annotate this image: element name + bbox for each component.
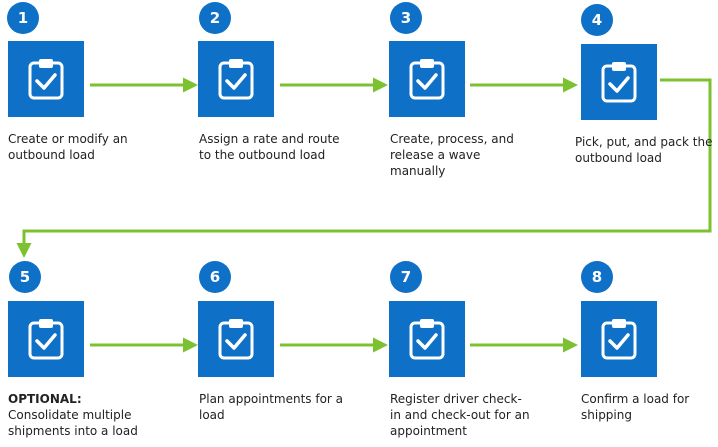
step-3-label: Create, process, and release a wave manu… <box>390 132 514 178</box>
step-7-label: Register driver check-in and check-out f… <box>390 392 530 438</box>
step-6-label: Plan appointments for a load <box>199 392 344 422</box>
step-1-number: 1 <box>7 2 39 34</box>
step-2-label: Assign a rate and route to the outbound … <box>199 132 340 162</box>
step-4-tile <box>581 44 657 120</box>
step-6-tile <box>198 301 274 377</box>
clipboard-check-icon <box>218 59 254 100</box>
clipboard-check-icon <box>601 319 637 360</box>
step-7-tile <box>389 301 465 377</box>
clipboard-check-icon <box>28 319 64 360</box>
clipboard-check-icon <box>601 62 637 103</box>
step-3-tile <box>389 41 465 117</box>
step-2-number: 2 <box>199 2 231 34</box>
clipboard-check-icon <box>409 319 445 360</box>
step-6-number: 6 <box>199 261 231 293</box>
step-8-label: Confirm a load for shipping <box>581 392 690 422</box>
step-5-label: OPTIONAL: Consolidate multiple shipments… <box>8 391 168 439</box>
clipboard-check-icon <box>28 59 64 100</box>
step-1-label: Create or modify an outbound load <box>8 132 128 162</box>
step-2-tile <box>198 41 274 117</box>
step-8-tile <box>581 301 657 377</box>
arrow-4-5 <box>16 78 712 258</box>
step-8-number: 8 <box>581 261 613 293</box>
clipboard-check-icon <box>218 319 254 360</box>
step-7-number: 7 <box>390 261 422 293</box>
clipboard-check-icon <box>409 59 445 100</box>
step-1-tile <box>8 41 84 117</box>
optional-prefix: OPTIONAL: <box>8 392 82 406</box>
step-5-text: Consolidate multiple shipments into a lo… <box>8 408 138 438</box>
step-3-number: 3 <box>390 2 422 34</box>
step-4-number: 4 <box>581 4 613 36</box>
step-4-label: Pick, put, and pack the outbound load <box>575 135 713 165</box>
step-5-tile <box>8 301 84 377</box>
step-5-number: 5 <box>9 261 41 293</box>
